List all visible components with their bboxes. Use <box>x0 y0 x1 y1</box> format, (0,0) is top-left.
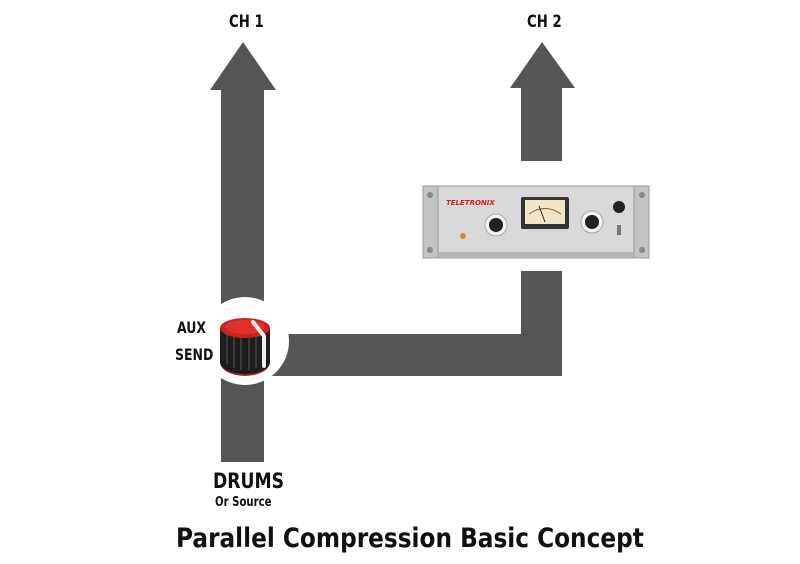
aux-send-knob[interactable] <box>201 297 289 385</box>
aux-send-label-line2: SEND <box>175 345 214 364</box>
ch1-signal-arrow <box>210 42 276 462</box>
vu-meter <box>521 197 569 229</box>
diagram-caption: Parallel Compression Basic Concept <box>176 523 644 554</box>
aux-send-label-line1: AUX <box>177 318 207 337</box>
aux-send-path <box>264 271 562 376</box>
ch1-label: CH 1 <box>229 12 264 32</box>
ch2-signal-arrow <box>510 42 575 161</box>
compressor-brand: TELETRONIX <box>446 199 495 207</box>
power-lamp <box>460 233 466 239</box>
meter-select-knob[interactable] <box>613 201 625 213</box>
source-title: DRUMS <box>213 469 285 493</box>
peak-reduction-knob[interactable] <box>580 210 604 234</box>
gain-knob[interactable] <box>484 213 508 237</box>
power-switch[interactable] <box>617 225 621 235</box>
compressor-unit <box>422 185 650 259</box>
source-subtitle: Or Source <box>215 495 272 510</box>
ch2-label: CH 2 <box>527 12 562 32</box>
